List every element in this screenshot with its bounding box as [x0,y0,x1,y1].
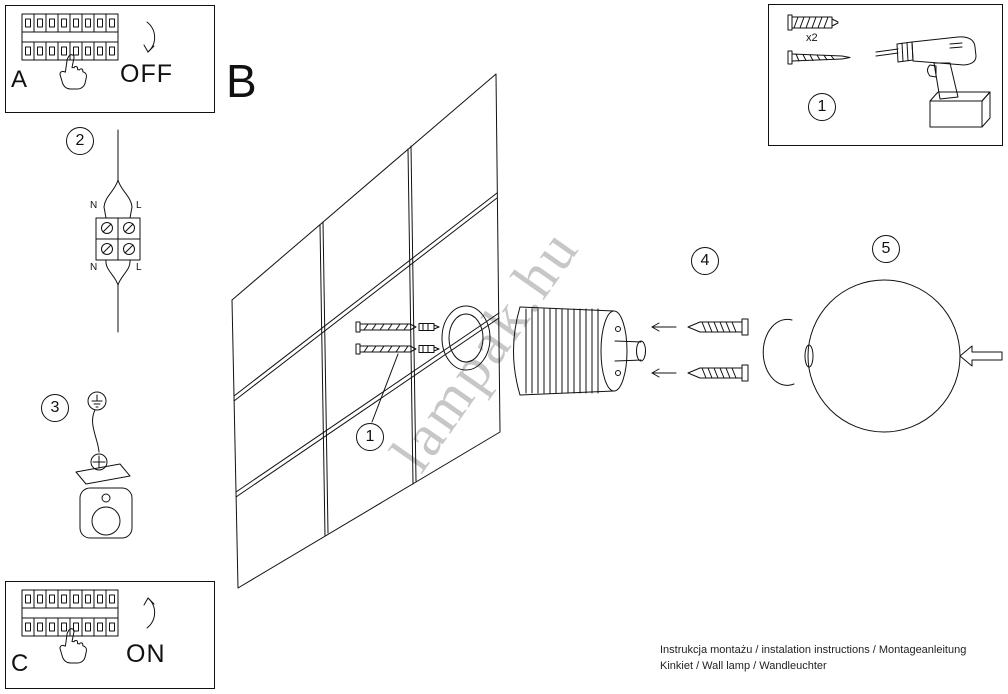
insert-arrow-drawing [959,345,1003,367]
step-2-badge: 2 [66,127,94,155]
footer-line-1: Instrukcja montażu / instalation instruc… [660,644,967,656]
tools-step-1-badge: 1 [808,93,836,121]
breaker-panel-on-drawing [21,589,156,664]
wiring-diagram-drawing [95,129,141,333]
tools-drawing [787,14,991,128]
step-4-badge: 4 [691,247,719,275]
panel-c-label: C [11,650,29,677]
footer-line-2: Kinkiet / Wall lamp / Wandleuchter [660,660,827,672]
power-on-step-box [5,581,215,689]
terminal-n-bottom-label: N [90,262,98,273]
anchor-quantity-label: x2 [806,32,818,44]
step-5-badge: 5 [872,235,900,263]
wall-tiles-drawing [231,73,501,589]
power-off-step-box [5,5,215,113]
mounting-plate-drawing [441,305,491,371]
terminal-l-bottom-label: L [136,262,142,273]
on-label: ON [126,640,166,668]
breaker-panel-off-drawing [21,13,156,90]
bracket-ground-drawing [75,391,133,539]
body-screws-drawing [651,318,749,382]
footer-text: Instrukcja montażu / instalation instruc… [660,642,966,674]
gasket-drawing [762,318,795,386]
tools-box [768,4,1003,146]
terminal-n-top-label: N [90,200,98,211]
section-b-label: B [226,55,257,107]
lamp-body-drawing [513,306,646,396]
step-3-badge: 3 [41,394,69,422]
wall-screws-drawing [355,321,440,423]
step-1-wall-badge: 1 [356,423,384,451]
glass-shade-drawing [804,279,961,433]
panel-a-label: A [11,66,28,93]
terminal-l-top-label: L [136,200,142,211]
off-label: OFF [120,60,173,88]
